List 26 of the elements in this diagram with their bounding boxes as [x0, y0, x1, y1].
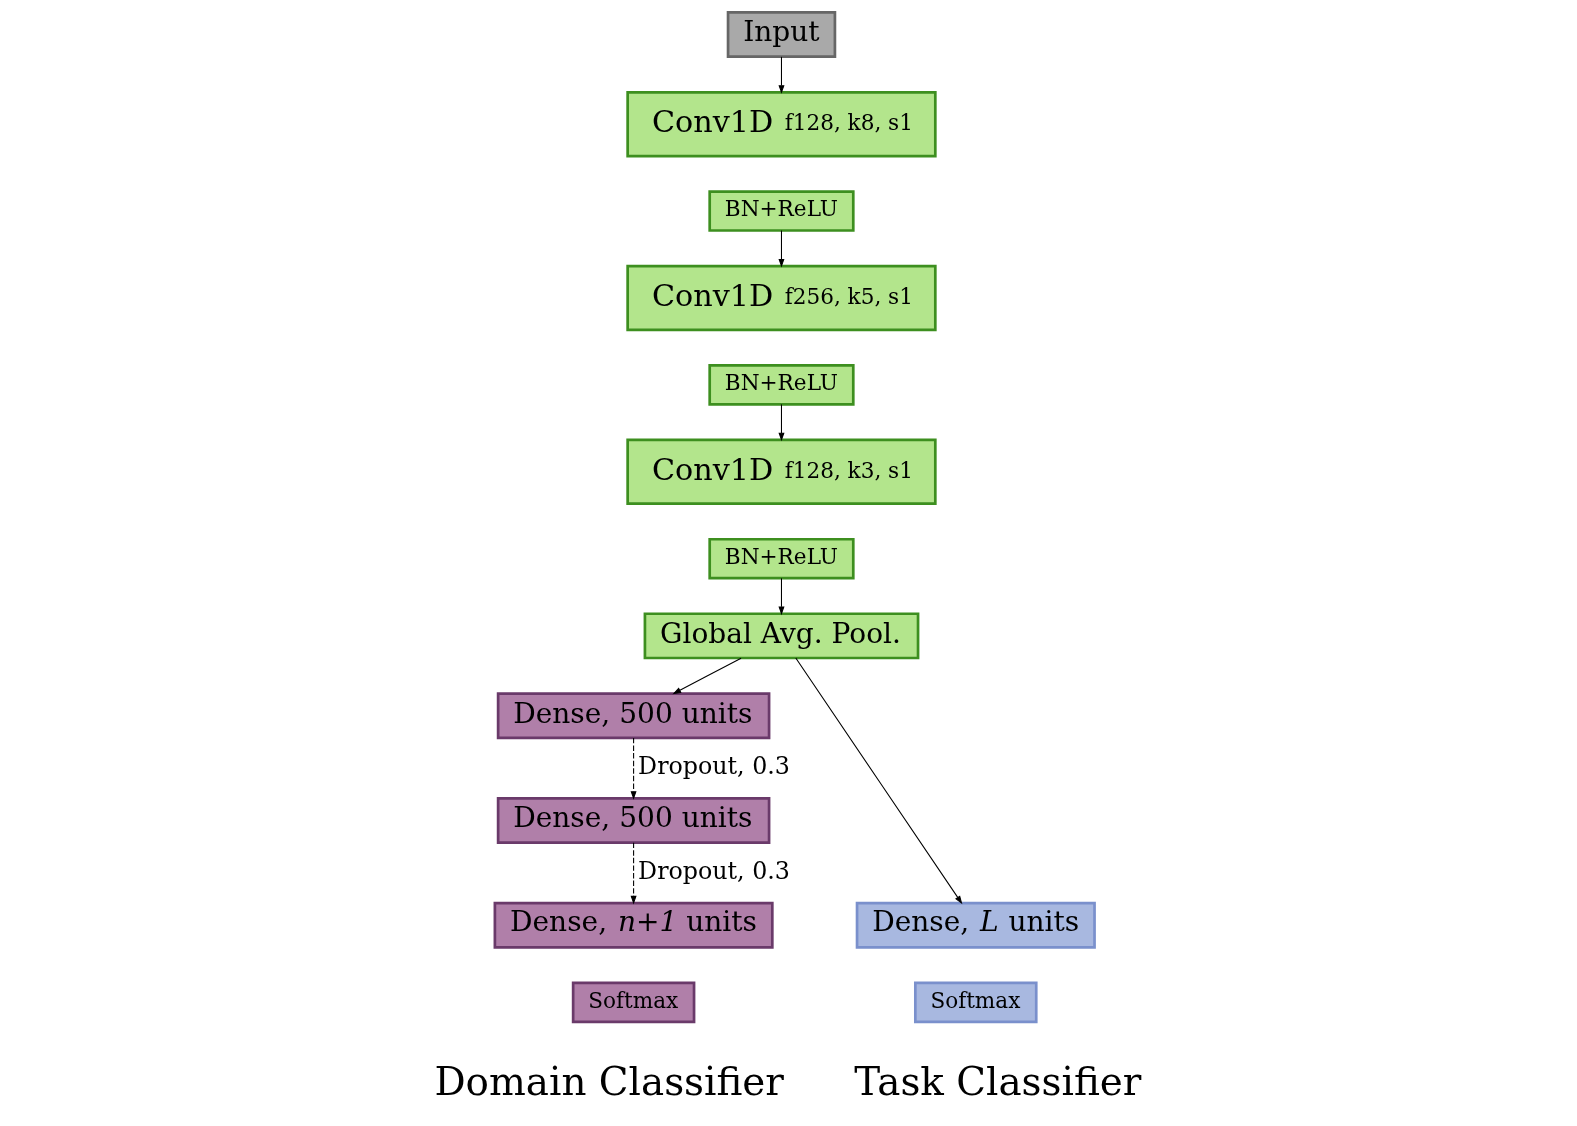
node-box: Conv1D f128, k3, s1 [626, 438, 937, 505]
node-box: Conv1D f256, k5, s1 [626, 264, 937, 332]
edge-label: Dropout, 0.3 [638, 752, 790, 781]
arrow [778, 230, 785, 268]
node-box: Global Avg. Pool. [643, 612, 920, 660]
arrow [672, 657, 742, 695]
node-box: Dense, L units [855, 901, 1096, 949]
arrow [778, 577, 785, 616]
arrow [795, 657, 963, 905]
arrow [630, 737, 637, 800]
node-box: Softmax [914, 981, 1038, 1024]
edge-label: Dropout, 0.3 [638, 856, 790, 885]
node-box: Conv1D f128, k8, s1 [626, 91, 937, 158]
arrow [630, 842, 637, 905]
node-box: BN+ReLU [708, 537, 855, 580]
node-box: BN+ReLU [708, 190, 855, 232]
label: Domain Classifier [434, 1058, 784, 1104]
arrow [778, 403, 785, 442]
node-box: Input [726, 11, 837, 59]
node-box: Dense, 500 units [496, 797, 771, 844]
node-box: Dense, n+1 units [493, 901, 774, 949]
node-box: Softmax [571, 981, 696, 1024]
arrow [778, 56, 785, 94]
label: Task Classifier [854, 1058, 1142, 1104]
node-box: BN+ReLU [708, 364, 855, 406]
node-box: Dense, 500 units [496, 692, 771, 740]
